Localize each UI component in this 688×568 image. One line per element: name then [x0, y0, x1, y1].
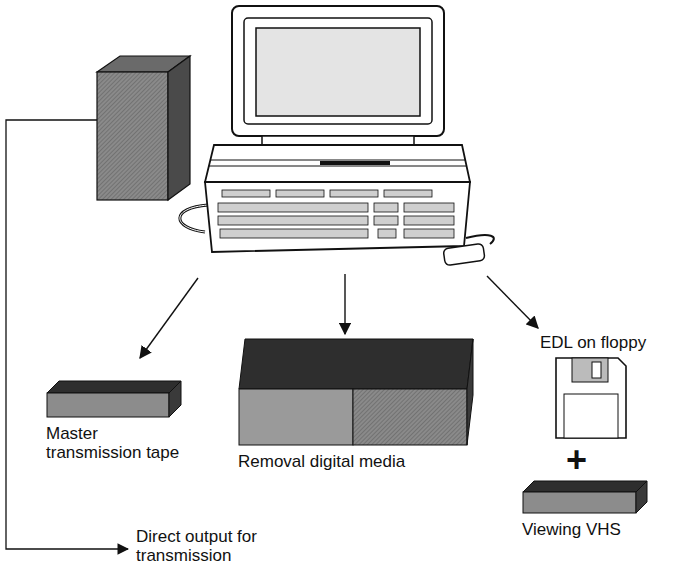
output-label: Direct output for transmission [136, 527, 267, 565]
tower-unit [97, 56, 190, 200]
computer-base [205, 145, 470, 182]
tape-box-shape [46, 380, 182, 420]
shape-outline [556, 358, 626, 438]
keyboard [205, 182, 470, 252]
digital-media-box-shape [238, 338, 474, 448]
monitor [232, 6, 444, 145]
output-line [6, 120, 128, 549]
tape-box: Master transmission tape [46, 380, 182, 462]
digital-media-box: Removal digital media [238, 338, 474, 471]
node-label: Viewing VHS [522, 520, 648, 539]
plus-sign: + [566, 440, 606, 480]
floppy-disk: EDL on floppy [540, 333, 660, 443]
shape-outline [239, 339, 473, 445]
floppy-disk-shape [540, 357, 660, 443]
vhs-tape: Viewing VHS [522, 480, 648, 539]
node-label: Removal digital media [238, 452, 474, 471]
node-label: EDL on floppy [540, 333, 660, 352]
node-label: Master transmission tape [46, 424, 182, 462]
mouse [443, 235, 494, 266]
shape-outline [523, 481, 647, 513]
vhs-tape-shape [522, 480, 648, 516]
shape-outline [47, 381, 181, 417]
